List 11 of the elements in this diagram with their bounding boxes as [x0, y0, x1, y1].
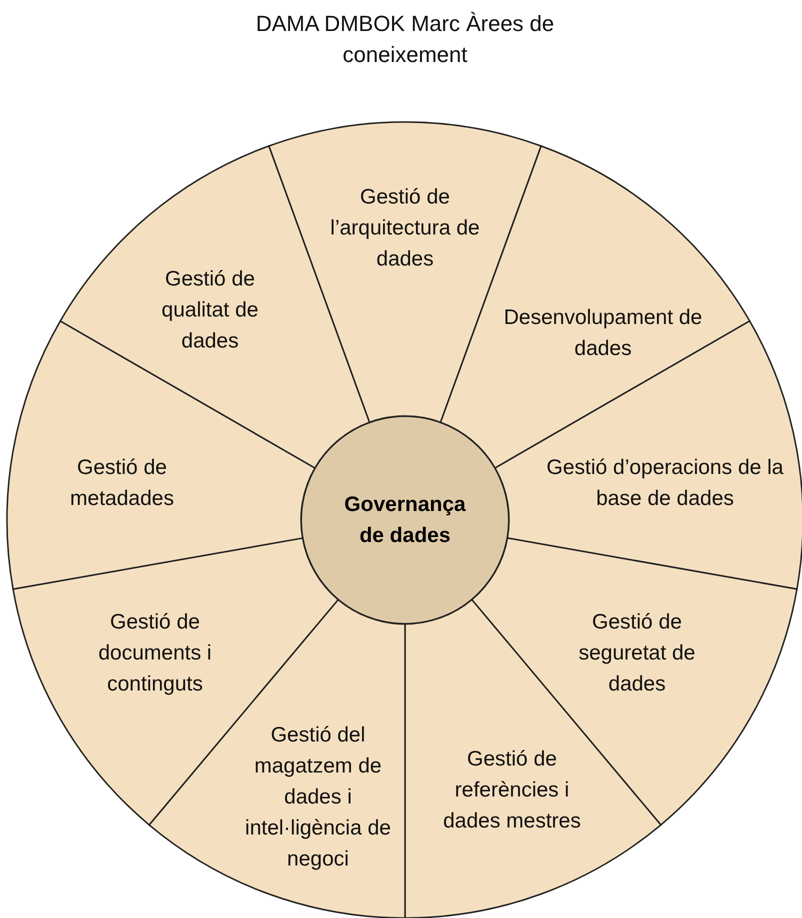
sector-label: Gestió d’operacions de la base de dades [546, 455, 784, 512]
sector-label: Gestió de l’arquitectura de dades [330, 184, 480, 272]
sector-label: Gestió de metadades [69, 455, 175, 512]
sector-label: Gestió de documents i continguts [97, 610, 213, 698]
sector-label: Desenvolupament de dades [502, 305, 704, 362]
sector-label: Gestió de qualitat de dades [160, 266, 260, 354]
sector-label: Gestió del magatzem de dades i intel·ligència de negoci [244, 722, 392, 872]
sector-label: Gestió de seguretat de dades [578, 610, 696, 698]
diagram-title: DAMA DMBOK Marc Àrees de coneixement [255, 10, 555, 69]
hub-label: Governança de dades [343, 492, 467, 549]
sector-label: Gestió de referències i dades mestres [442, 746, 582, 834]
